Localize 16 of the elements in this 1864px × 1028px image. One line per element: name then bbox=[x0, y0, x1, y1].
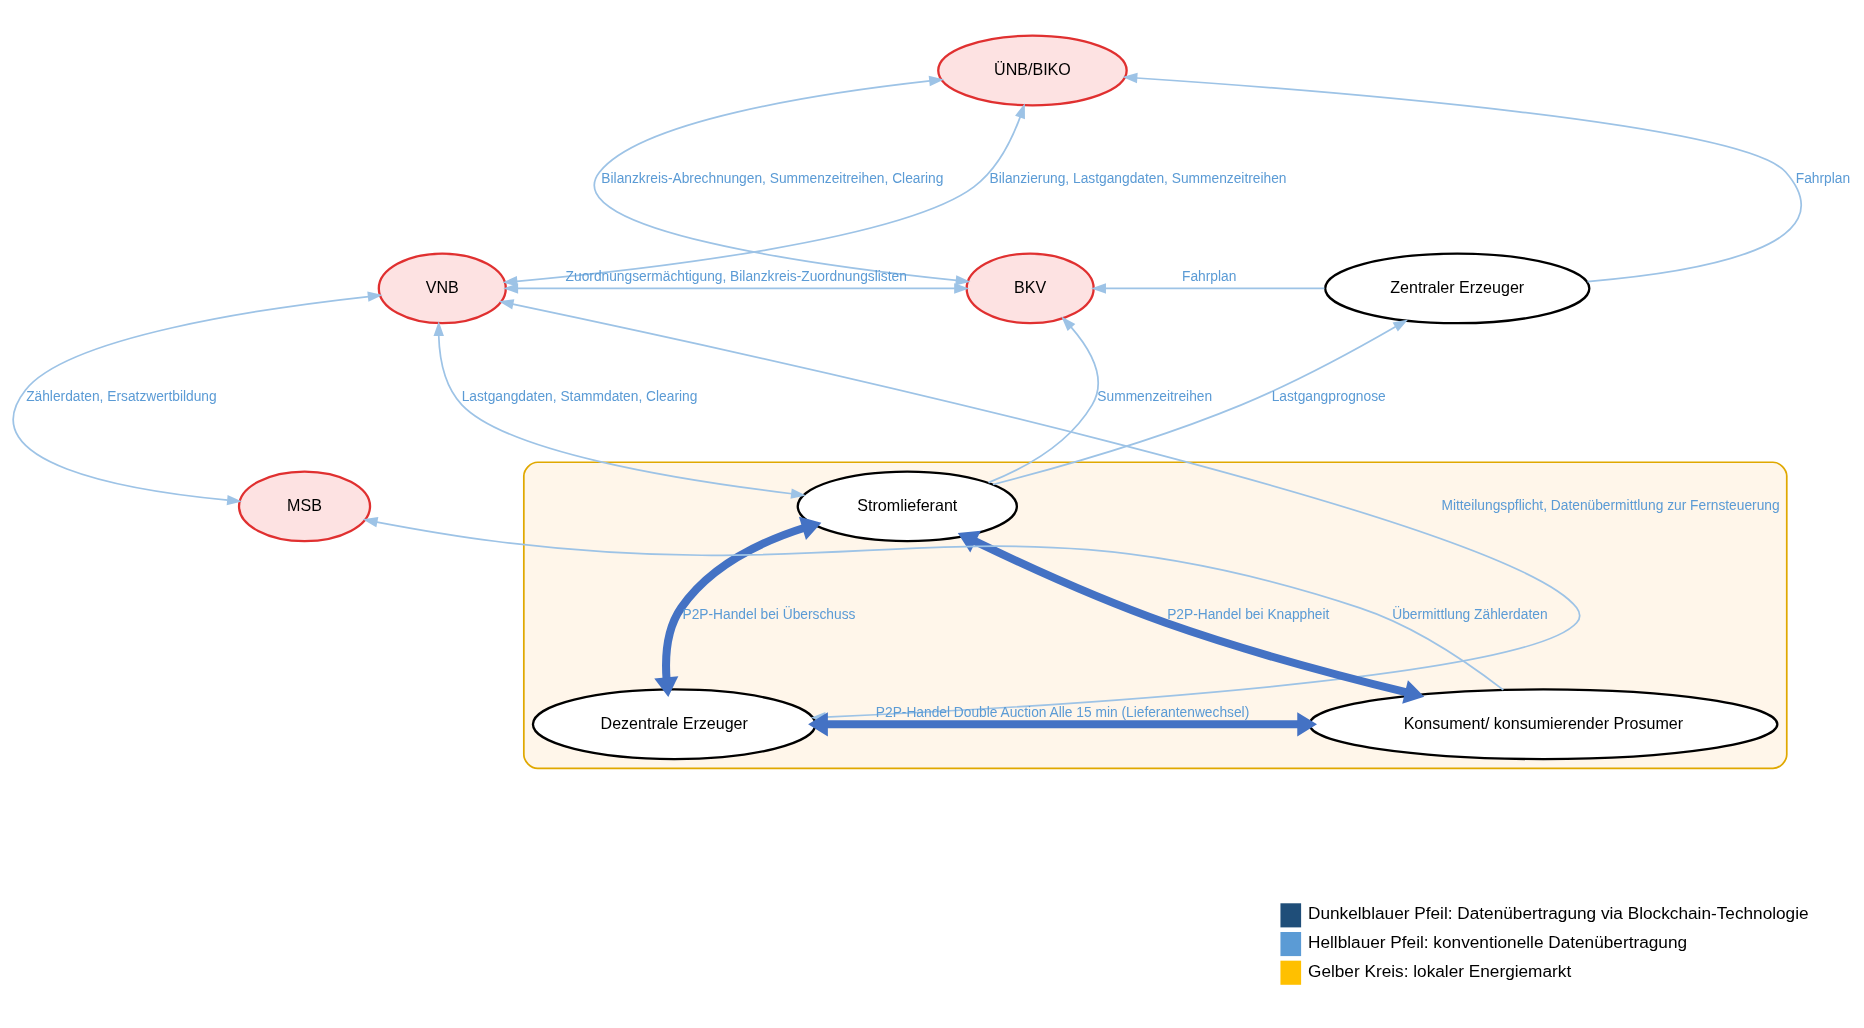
legend-label: Dunkelblauer Pfeil: Datenübertragung via Blockchain-Technologie bbox=[1308, 902, 1809, 923]
edge-label: Bilanzierung, Lastgangdaten, Summenzeitreihen bbox=[989, 170, 1287, 186]
edge-label: P2P-Handel bei Überschuss bbox=[682, 606, 856, 622]
edge-label: Zuordnungsermächtigung, Bilanzkreis-Zuordnungslisten bbox=[565, 268, 907, 284]
edge-label: P2P-Handel bei Knappheit bbox=[1167, 606, 1330, 622]
edge-label: Bilanzkreis-Abrechnungen, Summenzeitreihen, Clearing bbox=[601, 170, 944, 186]
edge-label: Übermittlung Zählerdaten bbox=[1392, 606, 1548, 622]
edge-label: Fahrplan bbox=[1182, 268, 1237, 284]
edge-label: Lastgangdaten, Stammdaten, Clearing bbox=[461, 388, 698, 404]
edge-label: Lastgangprognose bbox=[1271, 388, 1386, 404]
edge-label: Fahrplan bbox=[1795, 170, 1851, 186]
edge-label: Summenzeitreihen bbox=[1097, 388, 1213, 404]
edge-label: Zählerdaten, Ersatzwertbildung bbox=[26, 388, 217, 404]
legend-label: Hellblauer Pfeil: konventionelle Datenübertragung bbox=[1308, 931, 1688, 952]
legend-label: Gelber Kreis: lokaler Energiemarkt bbox=[1308, 960, 1572, 981]
edge-label: Mitteilungspflicht, Datenübermittlung zur Fernsteuerung bbox=[1441, 497, 1780, 513]
